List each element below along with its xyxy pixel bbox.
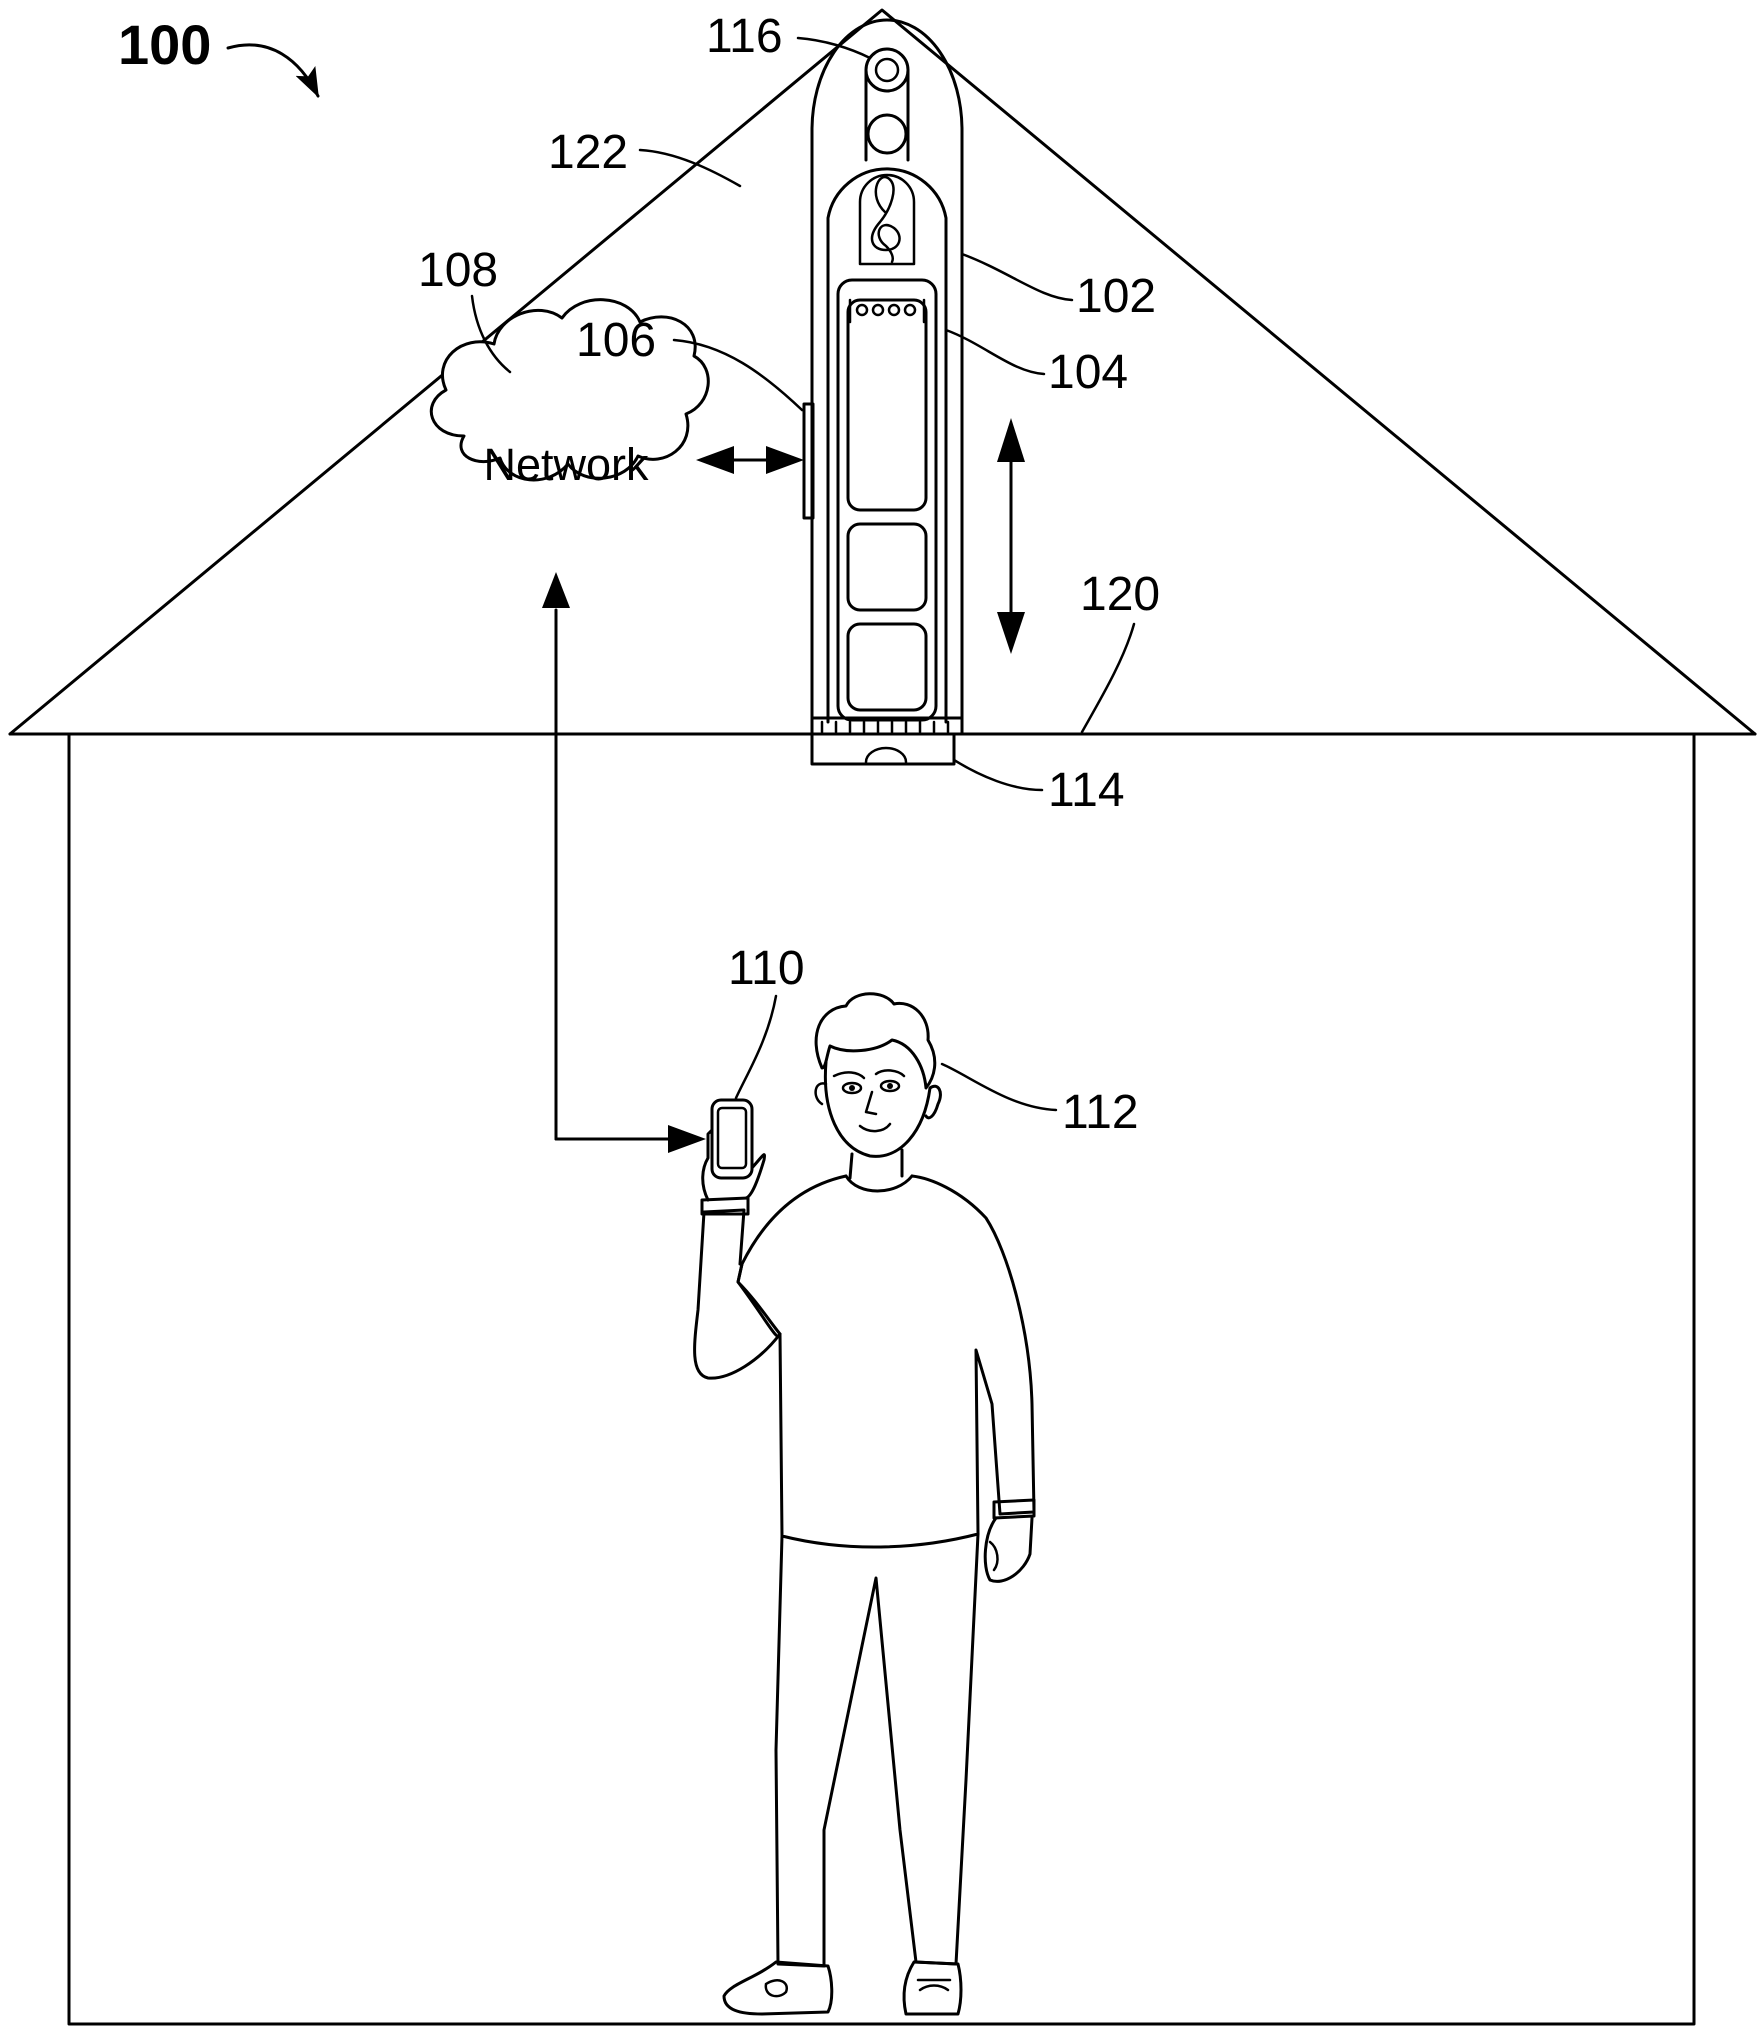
person bbox=[695, 994, 1034, 2014]
storage-bin-top bbox=[848, 300, 926, 510]
ref-122: 122 bbox=[548, 126, 628, 179]
indicator-lights bbox=[850, 300, 924, 322]
motor-coil bbox=[872, 177, 900, 262]
person-legs bbox=[776, 1534, 978, 1966]
person-shoe-left bbox=[724, 1962, 832, 2014]
person-shoe-right-detail bbox=[918, 1980, 950, 1990]
person-collar bbox=[846, 1176, 912, 1191]
person-raised-arm bbox=[695, 1210, 780, 1378]
ref-108: 108 bbox=[418, 244, 498, 297]
person-torso bbox=[738, 1176, 1034, 1547]
leader-112 bbox=[942, 1064, 1056, 1110]
ref-104: 104 bbox=[1048, 346, 1128, 399]
house-walls bbox=[69, 734, 1694, 2024]
storage-bin-bottom bbox=[848, 624, 926, 710]
leader-102 bbox=[962, 254, 1072, 300]
person-pupil-left bbox=[849, 1085, 855, 1091]
figure-number: 100 bbox=[118, 13, 211, 76]
lift-base-sensor bbox=[866, 748, 906, 762]
person-brow-right bbox=[876, 1070, 904, 1076]
pulley-top bbox=[866, 49, 908, 91]
person-brow-left bbox=[834, 1072, 864, 1078]
person-pupil-right bbox=[887, 1083, 893, 1089]
storage-bin-middle bbox=[848, 524, 926, 610]
ref-102: 102 bbox=[1076, 270, 1156, 323]
motion-arrow-up-head bbox=[997, 418, 1025, 462]
cloud-label: Network bbox=[483, 439, 649, 490]
person-shoe-right bbox=[904, 1962, 961, 2014]
communication-module bbox=[804, 404, 813, 518]
ref-110: 110 bbox=[728, 942, 805, 995]
storage-lift bbox=[804, 20, 962, 764]
leader-120 bbox=[1082, 624, 1134, 732]
ref-106: 106 bbox=[576, 314, 656, 367]
pulley-top-inner bbox=[876, 59, 898, 81]
base-plate-teeth bbox=[822, 722, 948, 732]
pulley-bottom bbox=[868, 115, 906, 153]
person-lower-hand bbox=[985, 1518, 1032, 1581]
ref-112: 112 bbox=[1062, 1086, 1139, 1139]
ref-120: 120 bbox=[1080, 568, 1160, 621]
lift-housing bbox=[812, 20, 962, 722]
network-phone-arrow-right-head bbox=[668, 1125, 706, 1153]
network-phone-arrow-up-head bbox=[542, 572, 570, 608]
person-mouth bbox=[860, 1124, 890, 1131]
network-arrow-right-head bbox=[766, 446, 804, 474]
figure-number-arrow bbox=[228, 45, 318, 96]
ref-114: 114 bbox=[1048, 764, 1125, 817]
person-lower-thumb bbox=[990, 1542, 997, 1570]
lift-carriage bbox=[828, 169, 946, 722]
network-arrow-left-head bbox=[696, 446, 734, 474]
ref-116: 116 bbox=[706, 10, 783, 63]
leader-110 bbox=[736, 996, 776, 1098]
control-panel bbox=[838, 280, 936, 720]
network-cloud: Network bbox=[431, 300, 708, 490]
leader-114 bbox=[954, 760, 1042, 790]
person-nose bbox=[866, 1092, 876, 1114]
person-neck bbox=[850, 1150, 902, 1178]
motion-arrow-down-head bbox=[997, 612, 1025, 654]
person-shoe-left-detail bbox=[766, 1980, 787, 1996]
